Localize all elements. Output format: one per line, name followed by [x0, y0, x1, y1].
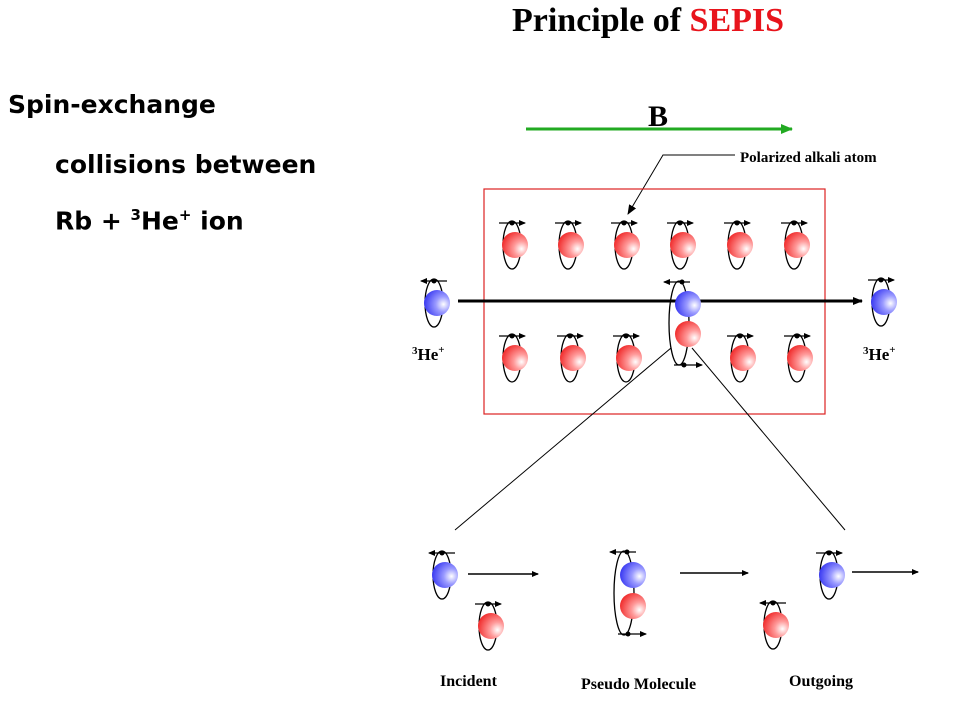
pseudo-molecule-chamber-electron-bottom: [681, 362, 687, 368]
zoom-line-left: [454, 347, 672, 531]
rb-atom-top-5: [724, 220, 753, 270]
bullet-line-3: Rb + 3He+ ion: [55, 206, 244, 235]
bullet-line-1: Spin-exchange: [8, 90, 216, 119]
pseudo-molecule-stage-electron-bottom: [625, 631, 631, 637]
polarized-atom-label: Polarized alkali atom: [740, 150, 877, 166]
stage-label-pseudo-molecule: Pseudo Molecule: [581, 676, 696, 693]
rb-atom-bottom-1-sphere: [502, 345, 528, 371]
outgoing-rb-atom-sphere: [763, 612, 789, 638]
page-title: Principle of SEPIS: [512, 2, 784, 40]
ion-label-left: 3He+: [412, 344, 445, 364]
rb-atom-top-4: [667, 220, 696, 270]
atom-layer: [420, 220, 897, 651]
title-prefix: Principle of: [512, 2, 690, 39]
rb-atom-top-4-sphere: [670, 232, 696, 258]
bullet-line-3-charge: +: [178, 206, 192, 224]
pseudo-molecule-chamber-he: [675, 291, 701, 317]
ion-label-right-mass: 3: [863, 345, 869, 357]
rb-atom-bottom-4-electron: [737, 333, 743, 339]
rb-atom-top-1: [499, 220, 528, 270]
ion-label-left-element: He: [418, 345, 439, 364]
rb-atom-bottom-5-sphere: [787, 345, 813, 371]
incident-rb-atom-electron: [485, 601, 491, 607]
rb-atom-top-6: [781, 220, 810, 270]
rb-atom-top-2-electron: [565, 220, 571, 226]
bullet-line-3-element: He: [140, 206, 179, 236]
incident-rb-atom: [475, 601, 504, 651]
rb-atom-bottom-3-sphere: [616, 345, 642, 371]
outgoing-he-ion: [816, 550, 845, 600]
pseudo-molecule-stage-rb: [620, 593, 646, 619]
outgoing-he-ion-electron: [826, 550, 832, 556]
polarized-atom-pointer: [627, 154, 735, 215]
rb-atom-top-1-electron: [509, 220, 515, 226]
ion-label-right-element: He: [869, 345, 890, 364]
incident-he-ion-sphere: [432, 562, 458, 588]
incident-rb-atom-sphere: [478, 613, 504, 639]
rb-atom-top-5-electron: [734, 220, 740, 226]
he-ion-incoming-electron: [431, 278, 437, 284]
pseudo-molecule-chamber-electron-top: [679, 279, 685, 285]
he-ion-incoming: [420, 278, 450, 328]
ion-label-right-charge: +: [889, 344, 895, 356]
rb-atom-top-3: [611, 220, 640, 270]
bullet-line-3-mass-number: 3: [130, 206, 141, 224]
rb-atom-bottom-5-electron: [794, 333, 800, 339]
rb-atom-bottom-2: [557, 333, 586, 383]
rb-atom-top-1-sphere: [502, 232, 528, 258]
bullet-line-2: collisions between: [55, 150, 317, 179]
he-ion-incoming-sphere: [424, 290, 450, 316]
ion-label-left-mass: 3: [412, 345, 418, 357]
pseudo-molecule-stage-electron-top: [624, 549, 630, 555]
title-highlight: SEPIS: [689, 2, 785, 39]
rb-atom-top-4-electron: [677, 220, 683, 226]
rb-atom-top-6-sphere: [784, 232, 810, 258]
rb-atom-top-2: [555, 220, 584, 270]
pseudo-molecule-stage-he: [620, 562, 646, 588]
stage-label-incident: Incident: [440, 673, 498, 690]
bullet-line-3-prefix: Rb +: [55, 206, 131, 236]
rb-atom-bottom-1-electron: [509, 333, 515, 339]
outgoing-rb-atom-electron: [770, 600, 776, 606]
he-ion-outgoing-sphere: [871, 289, 897, 315]
rb-atom-bottom-2-electron: [567, 333, 573, 339]
rb-atom-top-3-electron: [621, 220, 627, 226]
zoom-line-right: [691, 347, 846, 531]
rb-atom-top-6-electron: [791, 220, 797, 226]
rb-atom-bottom-1: [499, 333, 528, 383]
rb-atom-bottom-5: [784, 333, 813, 383]
stage-label-outgoing: Outgoing: [789, 673, 853, 690]
rb-atom-top-2-sphere: [558, 232, 584, 258]
bullet-line-3-suffix: ion: [191, 206, 244, 236]
incident-he-ion-electron: [439, 550, 445, 556]
field-label: B: [648, 100, 668, 133]
ion-label-right: 3He+: [863, 344, 896, 364]
pseudo-molecule-chamber-rb: [675, 321, 701, 347]
pseudo-molecule-stage: [609, 549, 647, 637]
rb-atom-top-5-sphere: [727, 232, 753, 258]
rb-atom-top-3-sphere: [614, 232, 640, 258]
rb-atom-bottom-2-sphere: [560, 345, 586, 371]
incident-he-ion: [428, 550, 458, 600]
rb-atom-bottom-3: [613, 333, 642, 383]
pseudo-molecule-chamber: [663, 279, 703, 368]
rb-atom-bottom-3-electron: [623, 333, 629, 339]
outgoing-he-ion-sphere: [819, 562, 845, 588]
outgoing-rb-atom: [759, 600, 789, 650]
pseudo-molecule-stage-orbit: [613, 550, 635, 636]
he-ion-outgoing-electron: [878, 277, 884, 283]
rb-atom-bottom-4-sphere: [730, 345, 756, 371]
he-ion-outgoing: [868, 277, 897, 327]
ion-label-left-charge: +: [438, 344, 444, 356]
rb-atom-bottom-4: [727, 333, 756, 383]
